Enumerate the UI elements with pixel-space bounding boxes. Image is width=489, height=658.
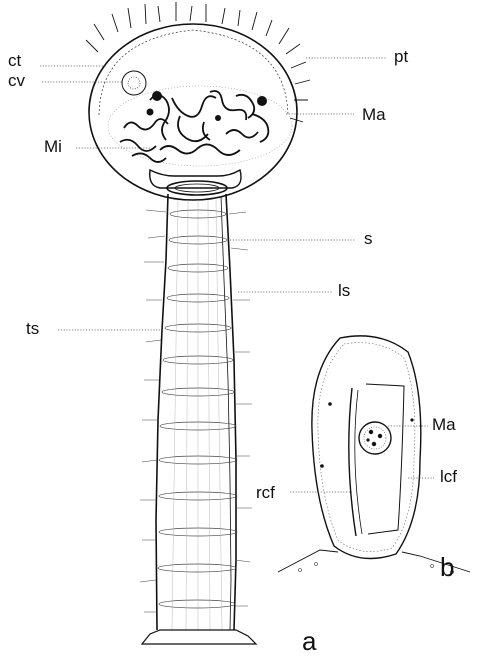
- label-ma-a: Ma: [362, 105, 386, 124]
- label-ct: ct: [8, 51, 22, 70]
- label-ma-b: Ma: [432, 415, 456, 434]
- label-cv: cv: [8, 71, 26, 90]
- label-lcf: lcf: [440, 467, 457, 486]
- cell-collar: [150, 170, 241, 188]
- panel-label-b: b: [440, 552, 454, 582]
- label-ts: ts: [26, 319, 39, 338]
- label-rcf: rcf: [256, 483, 275, 502]
- label-ls: ls: [338, 281, 350, 300]
- oral-groove-right: [366, 384, 404, 534]
- stalk-base: [142, 630, 256, 644]
- contractile-vacuole: [122, 71, 146, 95]
- label-mi: Mi: [44, 137, 62, 156]
- panel-a-drawing: [86, 2, 310, 644]
- panel-label-a: a: [302, 626, 317, 656]
- cell-b-outline: [312, 336, 421, 559]
- macronucleus-branches: [120, 91, 268, 162]
- label-s: s: [364, 229, 373, 248]
- label-pt: pt: [394, 47, 408, 66]
- stalk-outline-left: [156, 194, 168, 630]
- cell-body: [89, 24, 297, 200]
- stalk: [140, 194, 256, 644]
- panel-b-drawing: [278, 336, 470, 574]
- transverse-striations: [158, 210, 237, 608]
